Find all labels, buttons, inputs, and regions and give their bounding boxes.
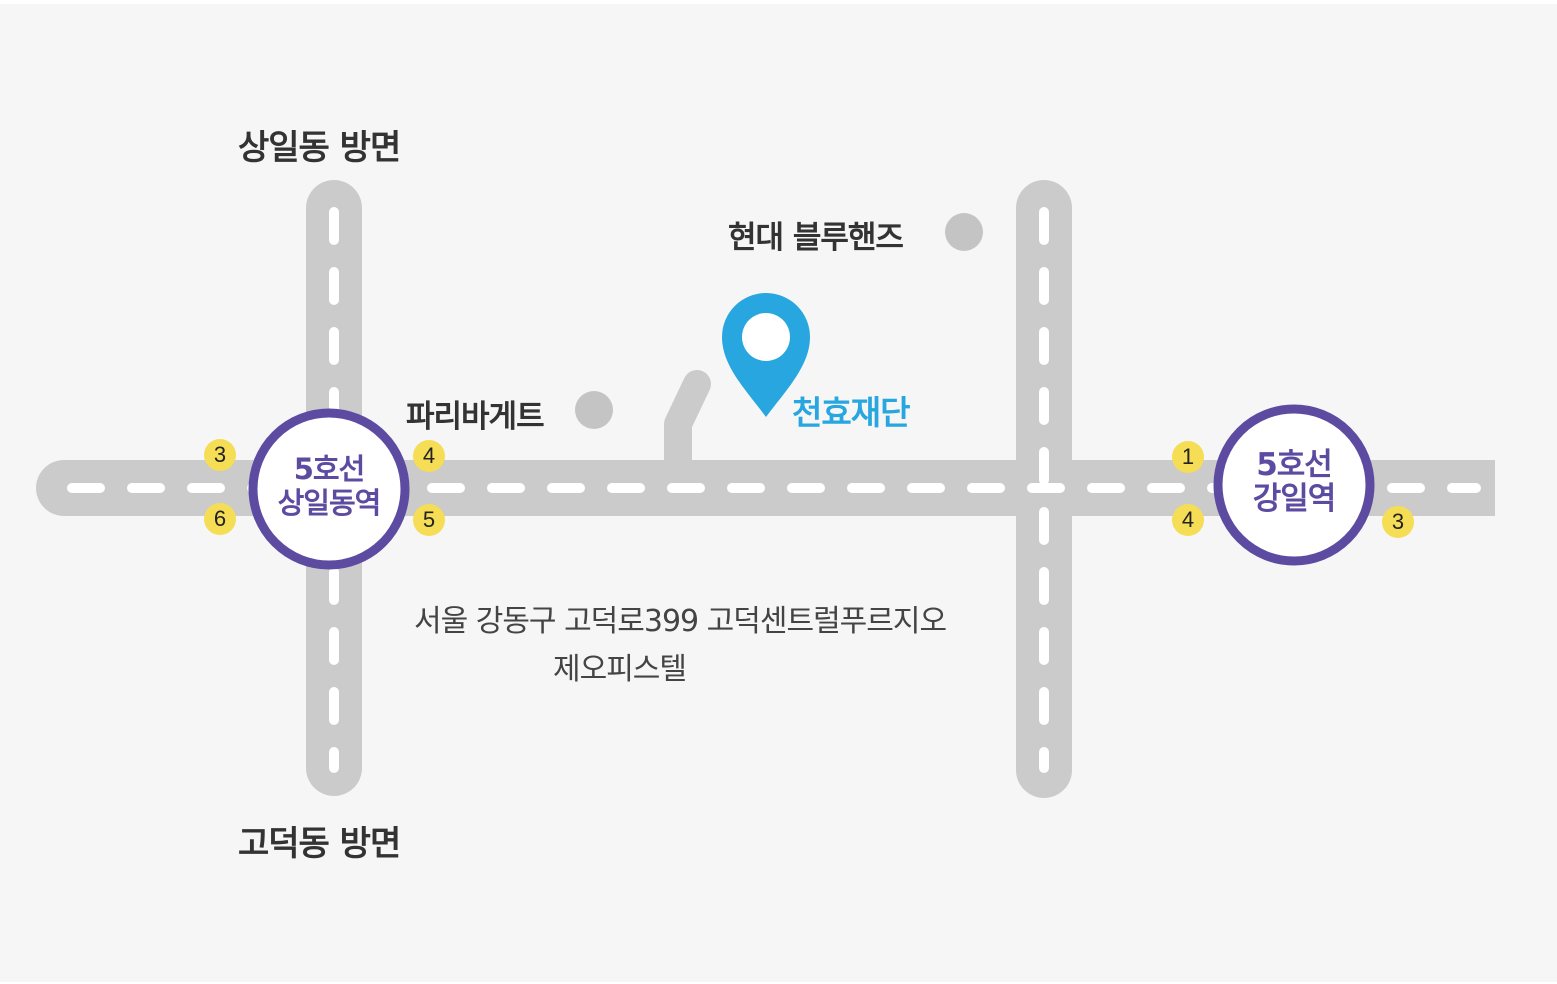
paris-marker-icon (575, 391, 613, 429)
sangil-station-circle (248, 408, 410, 570)
gangil-station-circle (1213, 404, 1375, 566)
exit-badge: 5 (413, 504, 445, 536)
exit-badge: 4 (1172, 504, 1204, 536)
sangil-line-label: 5호선 (293, 452, 366, 486)
direction-north-label: 상일동 방면 (238, 128, 401, 168)
exit-badge: 3 (1382, 506, 1414, 538)
exit-badge: 4 (413, 440, 445, 472)
landmark-hyundai-label: 현대 블루핸즈 (728, 220, 904, 256)
address-line-1: 서울 강동구 고덕로399 고덕센트럴푸르지오 (414, 604, 947, 639)
gangil-station-label: 5호선 강일역 (1218, 448, 1370, 516)
location-map: 상일동 방면 고덕동 방면 현대 블루핸즈 파리바게트 천효재단 서울 강동구 … (0, 4, 1557, 982)
road-network (36, 180, 1495, 798)
exit-badge: 3 (204, 439, 236, 471)
hyundai-marker-icon (945, 213, 983, 251)
location-pin-icon (722, 293, 810, 417)
gangil-station-name: 강일역 (1252, 481, 1337, 517)
gangil-line-label: 5호선 (1256, 447, 1333, 483)
sangil-station-label: 5호선 상일동역 (253, 452, 405, 520)
direction-south-label: 고덕동 방면 (238, 824, 401, 864)
sangil-station-name: 상일동역 (277, 486, 382, 520)
exit-badge: 6 (204, 503, 236, 535)
landmark-paris-label: 파리바게트 (406, 399, 545, 435)
driveway (664, 370, 711, 474)
address-line-2: 제오피스텔 (553, 652, 687, 687)
exit-badge: 1 (1172, 441, 1204, 473)
destination-name: 천효재단 (792, 393, 910, 432)
